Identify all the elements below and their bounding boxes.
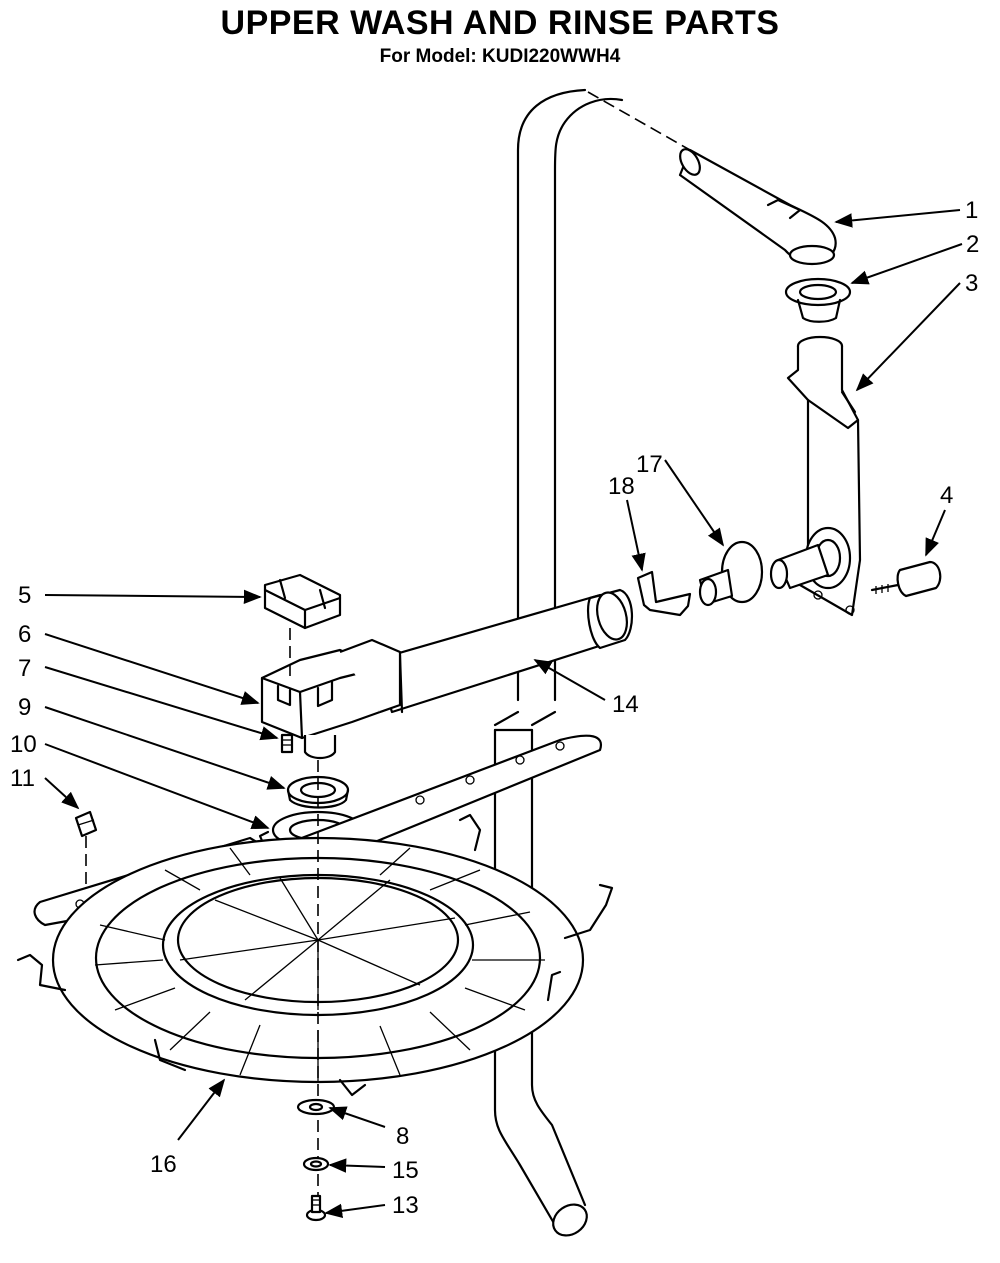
part-2-gasket [784, 277, 852, 323]
part-11-nozzle [74, 810, 98, 890]
callout-11: 11 [10, 765, 35, 792]
part-17-seal [698, 540, 764, 607]
callout-5: 5 [18, 582, 31, 609]
callout-7: 7 [18, 655, 31, 682]
callout-10: 10 [10, 731, 37, 758]
callout-17: 17 [636, 451, 663, 478]
supply-tube [493, 88, 624, 1237]
leader-lines [44, 209, 963, 1218]
callout-8: 8 [396, 1123, 409, 1150]
callout-1: 1 [965, 197, 978, 224]
part-1-elbow-tube [678, 148, 837, 266]
callout-16: 15 [392, 1157, 419, 1184]
callout-labels: 1 2 3 4 17 18 14 5 6 7 9 10 11 8 15 13 1… [10, 197, 979, 1219]
page-title: UPPER WASH AND RINSE PARTS [220, 4, 780, 42]
part-16-nut [302, 1156, 330, 1172]
callout-18: 18 [608, 473, 635, 500]
part-4-screw [870, 560, 942, 598]
part-3-riser-manifold [769, 335, 862, 617]
callout-9: 9 [18, 694, 31, 721]
callout-6: 6 [18, 621, 31, 648]
callout-4: 4 [940, 482, 953, 509]
part-13-screw [305, 1194, 327, 1222]
part-6-manifold-housing [260, 638, 402, 760]
part-8-washer [296, 1098, 336, 1116]
callout-2: 2 [966, 231, 979, 258]
part-15-rack-frame [16, 813, 614, 1097]
part-18-clip [636, 570, 692, 617]
callout-14: 14 [612, 691, 639, 718]
part-5-cap [263, 573, 342, 630]
callout-15: 16 [150, 1151, 177, 1178]
model-subtitle: For Model: KUDI220WWH4 [379, 46, 621, 67]
connector-dash-top [587, 91, 691, 151]
callout-3: 3 [965, 270, 978, 297]
callout-13: 13 [392, 1192, 419, 1219]
part-7-screw [280, 733, 294, 754]
